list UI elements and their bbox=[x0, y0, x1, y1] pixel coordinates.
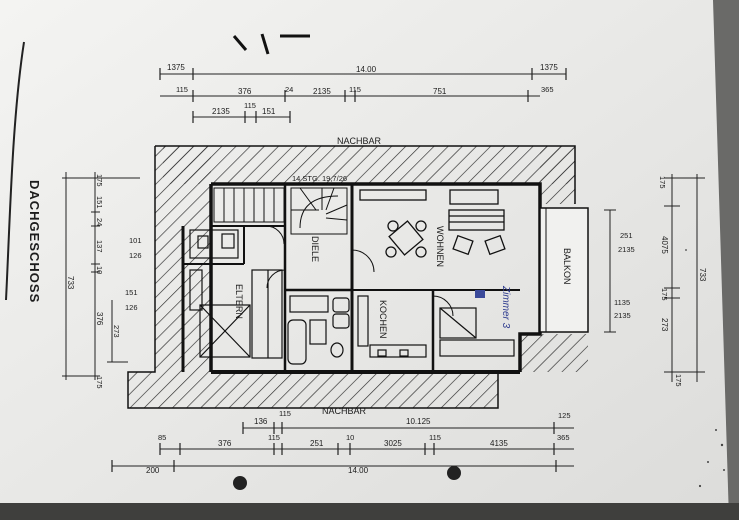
dim-left-101: 101 bbox=[129, 236, 142, 245]
dim-left-total: 733 bbox=[66, 276, 75, 290]
dim-right-251: 251 bbox=[620, 231, 633, 240]
handwritten-zimmer: Zimmer 3 bbox=[500, 285, 511, 329]
blue-mark bbox=[475, 290, 485, 298]
dim-top-365: 365 bbox=[541, 85, 554, 94]
balcony bbox=[539, 207, 589, 333]
dim-left-151b: 151 bbox=[125, 288, 138, 297]
kitchen bbox=[357, 295, 515, 358]
dim-top-24: 24 bbox=[285, 85, 293, 94]
dim-right-175-mid: 175 bbox=[660, 288, 669, 301]
dim-bottom-115c: 115 bbox=[429, 433, 441, 442]
dim-left-126a: 126 bbox=[129, 251, 142, 260]
dim-bottom-10: 10 bbox=[346, 433, 354, 442]
dim-right-total: 733 bbox=[698, 268, 707, 282]
room-label-eltern: ELTERN bbox=[234, 284, 244, 319]
hatched-walls bbox=[128, 146, 588, 408]
doors bbox=[265, 225, 454, 317]
dim-left-175-top: 175 bbox=[95, 174, 104, 187]
dim-top-2135: 2135 bbox=[313, 87, 331, 96]
room-label-balkon: BALKON bbox=[562, 248, 572, 285]
dim-bottom-125: 125 bbox=[558, 411, 571, 420]
floor-title: DACHGESCHOSS bbox=[27, 180, 42, 303]
dim-right-175-bottom: 175 bbox=[674, 374, 683, 387]
dim-bottom-total: 14.00 bbox=[348, 466, 369, 475]
dim-bottom-251: 251 bbox=[310, 439, 324, 448]
dim-left-151: 151 bbox=[95, 196, 104, 209]
dim-right-273: 273 bbox=[660, 318, 669, 332]
dim-top-2135b: 2135 bbox=[212, 107, 230, 116]
dim-left-24: 24 bbox=[95, 218, 104, 226]
bath-fixtures bbox=[189, 229, 350, 365]
paper-curl bbox=[5, 41, 25, 301]
bed-eltern bbox=[189, 269, 283, 359]
dim-bottom-136: 136 bbox=[254, 417, 268, 426]
dims-bottom bbox=[111, 422, 574, 472]
dim-left-126b: 126 bbox=[125, 303, 138, 312]
dim-bottom-115a: 115 bbox=[279, 409, 291, 418]
dim-right-1135: 1135 bbox=[614, 298, 630, 307]
dim-left-137: 137 bbox=[95, 240, 104, 253]
dims-top bbox=[159, 68, 567, 123]
dim-right-175-top: 175 bbox=[658, 176, 667, 189]
dim-bottom-376: 376 bbox=[218, 439, 232, 448]
dim-bottom-10125: 10.125 bbox=[406, 417, 431, 426]
neighbor-label-top: NACHBAR bbox=[337, 136, 382, 146]
dim-right-2135a: 2135 bbox=[618, 245, 635, 254]
photocopy-specks bbox=[685, 249, 725, 488]
room-label-wohnen: WOHNEN bbox=[435, 226, 445, 267]
dim-top-115c: 115 bbox=[244, 101, 256, 110]
stairs-left bbox=[213, 187, 285, 223]
mark-fragment bbox=[232, 33, 310, 55]
dims-right bbox=[604, 174, 705, 382]
room-label-diele: DIELE bbox=[310, 236, 320, 262]
outer-walls bbox=[127, 145, 576, 409]
dim-top-115b: 115 bbox=[349, 85, 361, 94]
dim-top-total: 14.00 bbox=[356, 65, 377, 74]
dim-left-10: 10 bbox=[95, 266, 104, 274]
dim-left-175-bottom: 175 bbox=[95, 376, 104, 389]
dim-left-376: 376 bbox=[95, 312, 104, 326]
dim-bottom-85: 85 bbox=[158, 433, 166, 442]
dim-bottom-3025: 3025 bbox=[384, 439, 402, 448]
room-label-kochen: KOCHEN bbox=[378, 300, 388, 339]
dim-bottom-200: 200 bbox=[146, 466, 160, 475]
dim-top-1375-right: 1375 bbox=[540, 63, 558, 72]
dim-top-1375-left: 1375 bbox=[167, 63, 185, 72]
dim-top-751: 751 bbox=[433, 87, 447, 96]
punch-hole-left bbox=[233, 476, 247, 490]
dim-top-376: 376 bbox=[238, 87, 252, 96]
stair-note: 14 STG. 19,7/26 bbox=[292, 174, 347, 183]
furniture-wohnen bbox=[359, 189, 506, 258]
dim-bottom-365: 365 bbox=[557, 433, 570, 442]
neighbor-label-bottom: NACHBAR bbox=[322, 406, 367, 416]
punch-hole-right bbox=[447, 466, 461, 480]
stairs-spiral bbox=[290, 187, 348, 235]
dim-left-273: 273 bbox=[112, 325, 121, 338]
dim-right-4075: 4075 bbox=[660, 236, 669, 254]
dim-top-115: 115 bbox=[176, 85, 188, 94]
dim-bottom-4135: 4135 bbox=[490, 439, 508, 448]
dim-bottom-115b: 115 bbox=[268, 433, 280, 442]
dim-top-151: 151 bbox=[262, 107, 276, 116]
interior-walls bbox=[181, 184, 520, 372]
bottom-strip bbox=[0, 503, 739, 520]
dims-left bbox=[62, 172, 140, 380]
dim-right-2135b: 2135 bbox=[614, 311, 631, 320]
